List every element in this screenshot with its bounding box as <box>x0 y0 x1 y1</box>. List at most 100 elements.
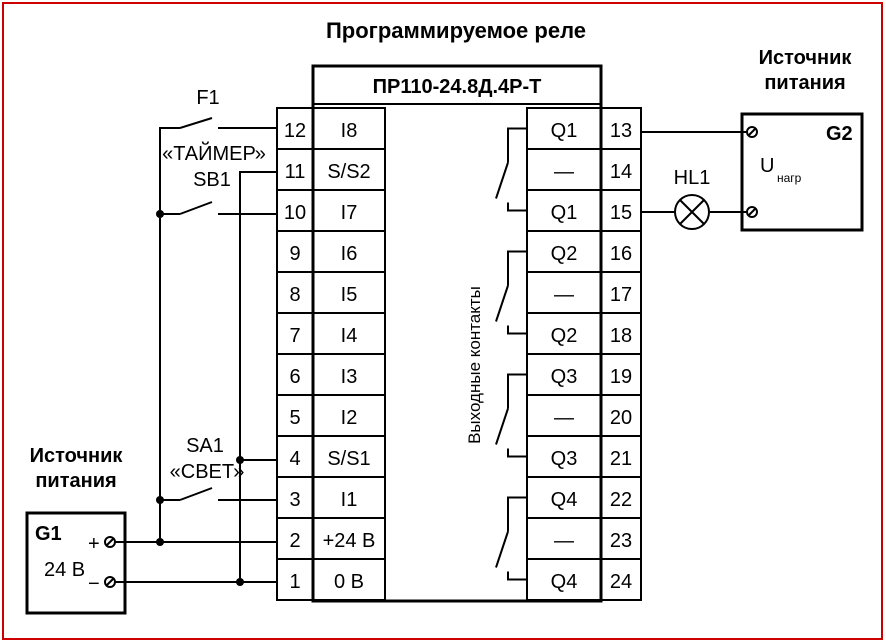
output-contact-q2 <box>495 250 527 335</box>
right-terminal-number: 19 <box>610 366 632 388</box>
right-terminal-signal: Q1 <box>551 120 578 142</box>
right-terminal-24: 24 Q4 <box>526 558 642 601</box>
right-terminal-signal: Q4 <box>551 571 578 593</box>
right-terminal-signal: Q2 <box>551 243 578 265</box>
right-terminal-number: 16 <box>610 243 632 265</box>
output-contact-q4 <box>495 496 527 581</box>
right-terminal-17: 17 — <box>526 271 642 314</box>
left-terminal-number: 5 <box>289 407 300 429</box>
right-terminal-22: 22 Q4 <box>526 476 642 519</box>
output-contact-q3 <box>495 373 527 458</box>
g1-voltage: 24 В <box>44 559 85 581</box>
g1-title-line2: питания <box>35 470 116 492</box>
left-terminal-signal: S/S2 <box>327 161 370 183</box>
left-terminal-6: 6 I3 <box>276 353 386 396</box>
left-terminal-signal: I2 <box>341 407 358 429</box>
right-terminal-signal: — <box>554 407 574 429</box>
right-terminal-23: 23 — <box>526 517 642 560</box>
right-terminal-16: 16 Q2 <box>526 230 642 273</box>
g1-minus-terminal <box>104 576 116 588</box>
g2-terminal-top <box>746 126 758 138</box>
right-terminal-signal: — <box>554 530 574 552</box>
output-contacts <box>495 127 527 581</box>
right-terminal-signal: Q3 <box>551 448 578 470</box>
left-terminal-number: 4 <box>289 448 300 470</box>
right-terminal-number: 21 <box>610 448 632 470</box>
right-terminal-signal: Q3 <box>551 366 578 388</box>
right-terminal-number: 14 <box>610 161 632 183</box>
f1-name: F1 <box>196 87 219 109</box>
right-terminal-signal: Q4 <box>551 489 578 511</box>
left-terminal-number: 8 <box>289 284 300 306</box>
relay-model: ПР110-24.8Д.4Р-Т <box>373 76 542 98</box>
wire-plus-bus <box>159 127 180 542</box>
left-terminal-5: 5 I2 <box>276 394 386 437</box>
right-terminal-number: 22 <box>610 489 632 511</box>
sa1-contact <box>179 487 213 501</box>
right-terminal-number: 13 <box>610 120 632 142</box>
g2-box <box>740 112 864 232</box>
left-terminal-number: 7 <box>289 325 300 347</box>
g2-title-line1: Источник <box>759 47 853 69</box>
right-terminal-signal: Q1 <box>551 202 578 224</box>
outputs-label: Выходные контакты <box>465 286 484 444</box>
right-terminal-13: 13 Q1 <box>526 107 642 150</box>
left-terminal-11: 11 S/S2 <box>276 148 386 191</box>
left-terminal-2: 2+24 В <box>276 517 386 560</box>
right-terminal-19: 19 Q3 <box>526 353 642 396</box>
left-terminal-number: 3 <box>289 489 300 511</box>
g1-name: G1 <box>35 523 62 545</box>
left-terminal-signal: I4 <box>341 325 358 347</box>
right-terminal-number: 15 <box>610 202 632 224</box>
left-terminal-number: 1 <box>289 571 300 593</box>
lamp-name: HL1 <box>674 167 711 189</box>
right-terminal-14: 14 — <box>526 148 642 191</box>
junction-0v-460 <box>236 456 244 464</box>
g1-box <box>25 511 127 615</box>
right-terminal-number: 24 <box>610 571 632 593</box>
left-terminal-signal: S/S1 <box>327 448 370 470</box>
sb1-name: SB1 <box>193 169 231 191</box>
left-terminal-signal: I3 <box>341 366 358 388</box>
output-contact-q1 <box>495 127 527 212</box>
right-terminal-number: 17 <box>610 284 632 306</box>
left-terminal-number: 6 <box>289 366 300 388</box>
left-terminal-number: 10 <box>284 202 306 224</box>
g1-plus-terminal <box>104 536 116 548</box>
wire-0v-bus <box>239 171 278 582</box>
left-terminal-signal-cell <box>312 558 386 601</box>
left-terminal-signal: I8 <box>341 120 358 142</box>
g2-u: U <box>760 155 774 177</box>
left-terminal-12: 12 I8 <box>276 107 386 150</box>
g1-minus-sign: − <box>88 573 100 595</box>
diagram-title: Программируемое реле <box>326 18 586 43</box>
f1-contact <box>179 117 213 129</box>
sa1-label: «СВЕТ» <box>170 461 245 483</box>
left-terminal-number: 9 <box>289 243 300 265</box>
left-terminal-7: 7 I4 <box>276 312 386 355</box>
right-terminal-signal: Q2 <box>551 325 578 347</box>
left-terminal-number: 2 <box>289 530 300 552</box>
right-terminal-21: 21 Q3 <box>526 435 642 478</box>
left-terminal-number: 11 <box>285 161 306 183</box>
lamp-hl1 <box>674 194 710 230</box>
right-terminal-signal: — <box>554 284 574 306</box>
right-terminal-20: 20— <box>526 394 642 437</box>
right-terminal-15: 15 Q1 <box>526 189 642 232</box>
g2-title-line2: питания <box>764 72 845 94</box>
g2-terminal-bottom <box>746 206 758 218</box>
left-terminal-number: 12 <box>284 120 306 142</box>
junction-0v-582 <box>236 578 244 586</box>
g2-u-sub: нагр <box>777 171 802 185</box>
right-terminal-signal: — <box>554 161 574 183</box>
sb1-contact <box>179 201 213 215</box>
right-terminal-number: 23 <box>610 530 632 552</box>
